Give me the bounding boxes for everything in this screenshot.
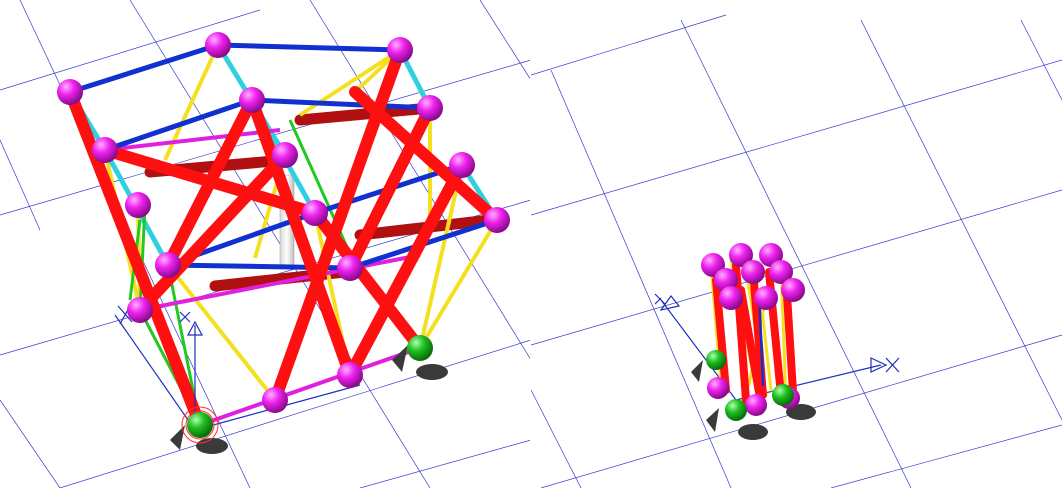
support-bases — [170, 345, 448, 454]
node[interactable] — [125, 192, 151, 218]
folded-bundle — [709, 258, 797, 407]
support-node[interactable] — [407, 335, 433, 361]
node[interactable] — [484, 207, 510, 233]
node[interactable] — [337, 255, 363, 281]
node[interactable] — [417, 95, 443, 121]
viewport-deployed[interactable] — [0, 0, 531, 488]
node[interactable] — [729, 243, 753, 267]
viewport-folded[interactable] — [531, 0, 1062, 488]
node[interactable] — [745, 394, 767, 416]
support-node[interactable] — [187, 412, 213, 438]
node[interactable] — [754, 286, 778, 310]
view-divider — [530, 0, 531, 488]
node[interactable] — [741, 260, 765, 284]
node[interactable] — [337, 362, 363, 388]
tensegrity-nodes-deployed[interactable] — [57, 32, 510, 438]
compression-struts — [64, 44, 503, 431]
tension-magenta — [104, 128, 421, 427]
node[interactable] — [272, 142, 298, 168]
node[interactable] — [57, 79, 83, 105]
node[interactable] — [714, 268, 738, 292]
ground-grid — [531, 14, 1062, 488]
model-canvas-deployed[interactable] — [0, 0, 531, 488]
support-node[interactable] — [772, 384, 794, 406]
node[interactable] — [449, 152, 475, 178]
node[interactable] — [769, 260, 793, 284]
node[interactable] — [205, 32, 231, 58]
node[interactable] — [719, 286, 743, 310]
node[interactable] — [387, 37, 413, 63]
node[interactable] — [239, 87, 265, 113]
node[interactable] — [302, 200, 328, 226]
node[interactable] — [155, 252, 181, 278]
node[interactable] — [92, 137, 118, 163]
node[interactable] — [707, 377, 729, 399]
support-node[interactable] — [725, 399, 747, 421]
selection-marker — [181, 406, 219, 444]
ground-grid — [0, 0, 531, 488]
support-node[interactable] — [706, 350, 726, 370]
tensegrity-nodes-folded[interactable] — [701, 243, 805, 421]
model-canvas-folded[interactable] — [531, 0, 1062, 488]
node[interactable] — [781, 278, 805, 302]
node[interactable] — [262, 387, 288, 413]
node[interactable] — [127, 297, 153, 323]
